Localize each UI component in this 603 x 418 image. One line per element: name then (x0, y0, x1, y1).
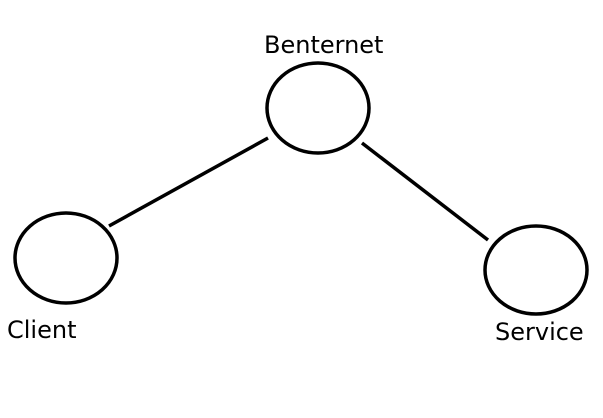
node-client (13, 211, 119, 305)
edge-client-benternet (108, 136, 269, 228)
node-label-service: Service (495, 318, 584, 346)
node-label-benternet: Benternet (264, 31, 384, 59)
edge-benternet-service (360, 141, 490, 242)
node-benternet (265, 61, 371, 155)
node-label-client: Client (7, 316, 77, 344)
node-service (483, 224, 589, 316)
